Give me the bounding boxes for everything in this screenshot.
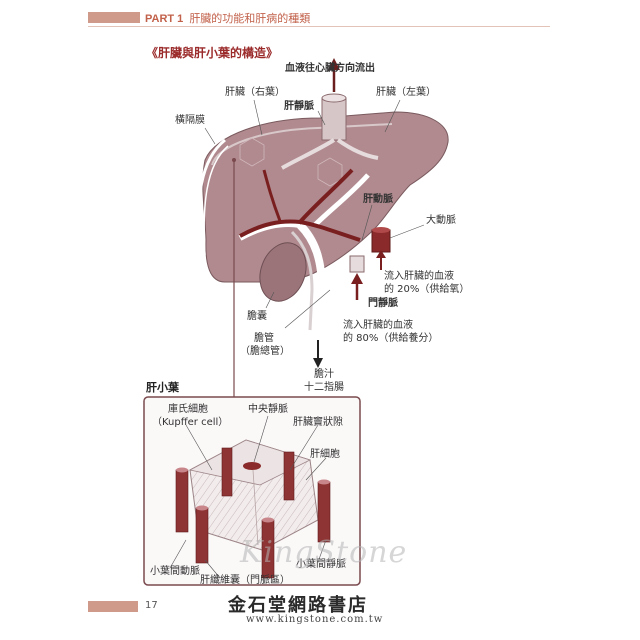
label-aorta: 大動脈 xyxy=(426,215,456,226)
label-gallbladder: 膽囊 xyxy=(247,311,267,322)
label-bile-duct-1: 膽管 xyxy=(254,333,274,344)
header-rule xyxy=(88,26,550,27)
label-bile-duct-2: （膽總管） xyxy=(240,346,290,357)
lobule-title: 肝小葉 xyxy=(146,381,179,394)
diaphragm-line xyxy=(196,138,226,251)
label-interlobular-vein: 小葉間靜脈 xyxy=(296,559,346,570)
label-portal-flow-1: 流入肝臟的血液 xyxy=(343,320,413,331)
label-hepatic-artery: 肝動脈 xyxy=(363,194,393,205)
label-bile-1: 膽汁 xyxy=(314,369,334,380)
label-portal-flow-2: 的 80%（供給養分） xyxy=(343,333,439,344)
label-sinusoid: 肝臟竇狀隙 xyxy=(293,417,343,428)
label-artery-flow-2: 的 20%（供給氧） xyxy=(384,284,470,295)
footer-bar xyxy=(88,601,138,612)
label-interlobular-artery: 小葉間動脈 xyxy=(150,566,200,577)
label-portal-vein: 門靜脈 xyxy=(368,298,398,309)
watermark-url: www.kingstone.com.tw xyxy=(246,614,384,625)
label-bile-2: 十二指腸 xyxy=(304,382,344,393)
label-liver-left: 肝臟（左葉） xyxy=(376,87,436,98)
header: PART 1 肝臟的功能和肝病的種類 xyxy=(145,10,310,26)
label-artery-flow-1: 流入肝臟的血液 xyxy=(384,271,454,282)
label-diaphragm: 橫隔膜 xyxy=(175,115,205,126)
section-title: 《肝臟與肝小葉的構造》 xyxy=(146,46,279,60)
label-kupffer-1: 庫氏細胞 xyxy=(168,404,208,415)
label-central-vein: 中央靜脈 xyxy=(248,404,288,415)
page-number: 17 xyxy=(145,600,158,611)
central-vein-shape xyxy=(243,462,261,470)
label-kupffer-2: （Kupffer cell） xyxy=(152,417,229,428)
label-hepatocyte: 肝細胞 xyxy=(310,449,340,460)
watermark-logo: KingStone xyxy=(240,535,408,570)
label-blood-to-heart: 血液往心臟方向流出 xyxy=(285,63,375,74)
label-portal-area: 肝纖維囊（門脈區） xyxy=(200,575,290,586)
header-part: PART 1 xyxy=(145,13,184,25)
label-hepatic-vein: 肝靜脈 xyxy=(284,101,314,112)
header-title: 肝臟的功能和肝病的種類 xyxy=(189,12,311,25)
label-liver-right: 肝臟（右葉） xyxy=(225,87,285,98)
watermark-name: 金石堂網路書店 xyxy=(228,595,368,616)
gallbladder-shape xyxy=(259,242,307,302)
header-bar xyxy=(88,12,140,23)
